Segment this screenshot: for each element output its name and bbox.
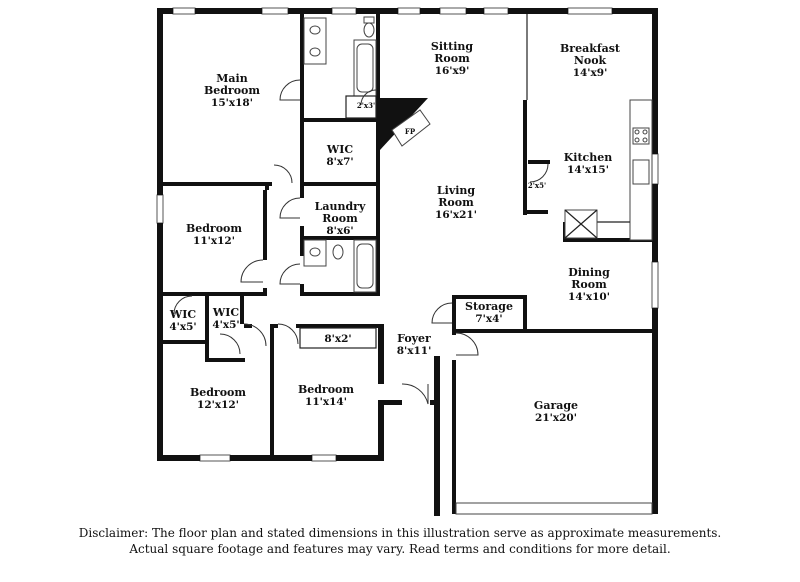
room-bedroom-3: Bedroom 12'x12' (190, 386, 246, 411)
living-room-dim: 16'x21' (435, 209, 477, 221)
dining-room-dim: 14'x10' (568, 291, 610, 303)
living-room-name-2: Room (438, 196, 474, 209)
wic-mid-name: WIC (212, 306, 239, 319)
room-wic-mid: WIC 4'x5' (212, 306, 240, 331)
room-garage: Garage 21'x20' (534, 399, 578, 424)
main-bedroom-name-1: Main (216, 72, 247, 85)
foyer-dim: 8'x11' (397, 345, 432, 357)
bedroom-2-dim: 11'x12' (193, 235, 235, 247)
room-labels: Main Bedroom 15'x18' 2'x3' WIC 8'x7' Sit… (169, 40, 621, 424)
garage-name: Garage (534, 399, 578, 412)
doors (173, 79, 549, 405)
main-bedroom-name-2: Bedroom (204, 84, 260, 97)
kitchen-dim: 14'x15' (567, 164, 609, 176)
sitting-room-name-2: Room (434, 52, 470, 65)
closet-8x2-dim: 8'x2' (324, 333, 351, 345)
bedroom-3-dim: 12'x12' (197, 399, 239, 411)
bath-closet-dim: 2'x3' (357, 101, 375, 110)
wic-main-name: WIC (326, 143, 353, 156)
room-bedroom-2: Bedroom 11'x12' (186, 222, 242, 247)
kitchen-name: Kitchen (564, 151, 613, 164)
laundry-room-name-2: Room (322, 212, 358, 225)
garage-dim: 21'x20' (535, 412, 577, 424)
storage-dim: 7'x4' (475, 313, 502, 325)
room-breakfast-nook: Breakfast Nook 14'x9' (560, 42, 621, 79)
room-sitting-room: Sitting Room 16'x9' (431, 40, 473, 77)
storage-name: Storage (465, 300, 513, 313)
wic-left-dim: 4'x5' (169, 321, 196, 333)
sitting-room-dim: 16'x9' (435, 65, 470, 77)
dining-room-name-1: Dining (568, 266, 610, 279)
fixtures (303, 14, 653, 293)
room-bedroom-4: Bedroom 11'x14' (298, 383, 354, 408)
room-laundry-room: Laundry Room 8'x6' (315, 200, 366, 237)
disclaimer-line-1: Disclaimer: The floor plan and stated di… (78, 526, 722, 540)
room-storage: Storage 7'x4' (465, 300, 513, 325)
room-foyer: Foyer 8'x11' (397, 332, 432, 357)
breakfast-nook-name-1: Breakfast (560, 42, 621, 55)
wic-main-dim: 8'x7' (326, 156, 353, 168)
laundry-room-dim: 8'x6' (326, 225, 353, 237)
wic-left-name: WIC (169, 308, 196, 321)
room-wic-main: WIC 8'x7' (326, 143, 354, 168)
disclaimer-line-2: Actual square footage and features may v… (129, 542, 671, 556)
main-bedroom-dim: 15'x18' (211, 97, 253, 109)
fireplace-label: FP (405, 127, 416, 136)
room-living-room: Living Room 16'x21' (435, 184, 477, 221)
bedroom-4-name: Bedroom (298, 383, 354, 396)
room-dining-room: Dining Room 14'x10' (568, 266, 610, 303)
dining-room-name-2: Room (571, 278, 607, 291)
walls (157, 8, 658, 516)
floor-plan: Main Bedroom 15'x18' 2'x3' WIC 8'x7' Sit… (156, 7, 659, 516)
disclaimer: Disclaimer: The floor plan and stated di… (0, 525, 800, 557)
room-wic-left: WIC 4'x5' (169, 308, 197, 333)
wic-mid-dim: 4'x5' (212, 319, 239, 331)
room-main-bedroom: Main Bedroom 15'x18' (204, 72, 260, 109)
bedroom-3-name: Bedroom (190, 386, 246, 399)
laundry-room-name-1: Laundry (315, 200, 366, 213)
bedroom-4-dim: 11'x14' (305, 396, 347, 408)
breakfast-nook-dim: 14'x9' (573, 67, 608, 79)
foyer-name: Foyer (397, 332, 431, 345)
bedroom-2-name: Bedroom (186, 222, 242, 235)
pantry-dim: 2'x5' (528, 181, 546, 190)
living-room-name-1: Living (437, 184, 475, 197)
sitting-room-name-1: Sitting (431, 40, 473, 53)
room-kitchen: Kitchen 14'x15' (564, 151, 613, 176)
breakfast-nook-name-2: Nook (574, 54, 607, 67)
